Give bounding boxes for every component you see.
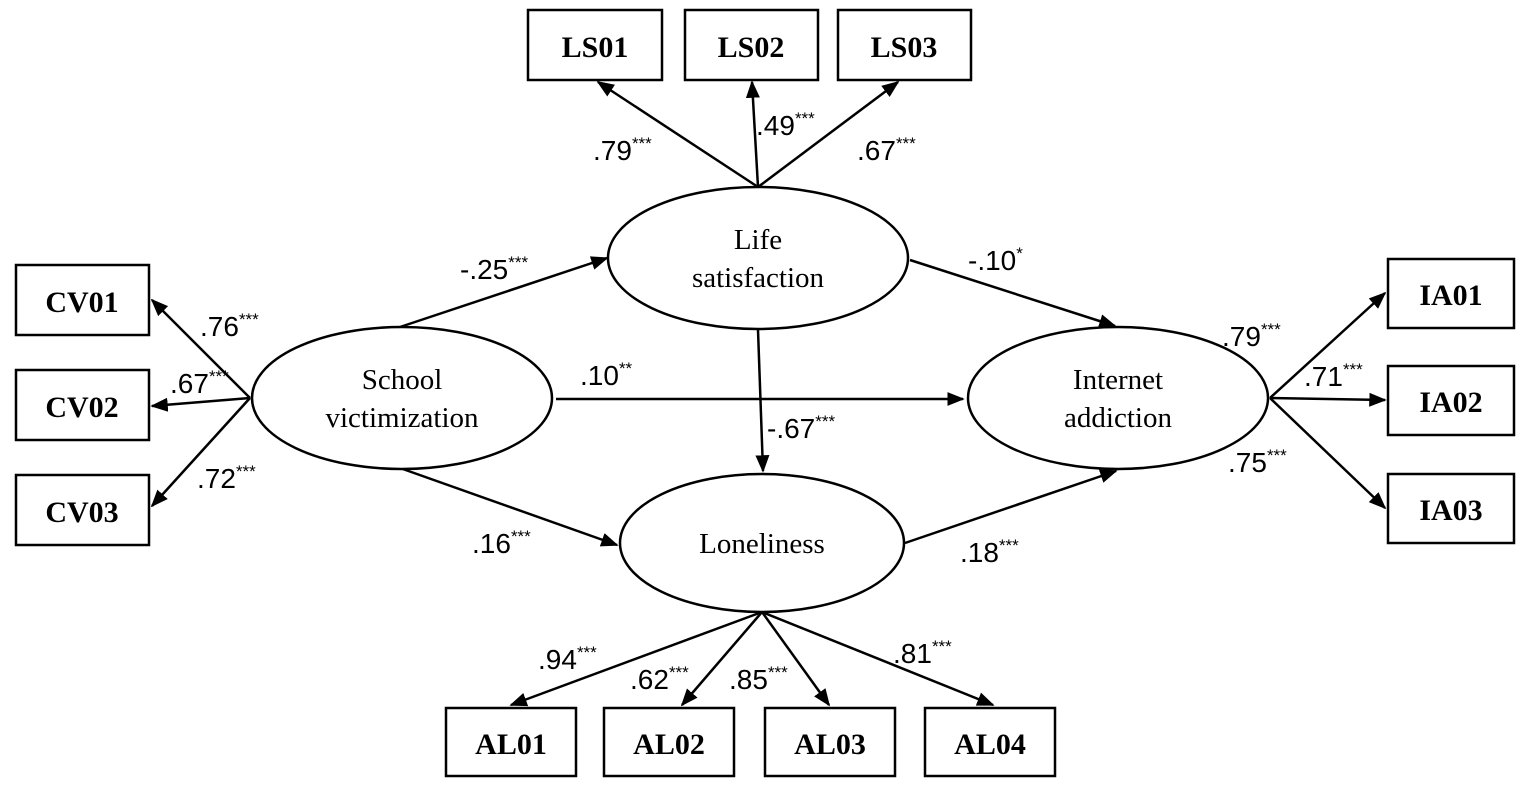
indicator-label: IA03 xyxy=(1419,494,1482,527)
arrow-sv-ls xyxy=(399,256,609,329)
indicator-cv03: CV03 xyxy=(14,473,151,547)
coef-sv-lo: .16*** xyxy=(472,527,531,559)
indicator-cv01: CV01 xyxy=(14,263,151,337)
indicator-ia03: IA03 xyxy=(1386,472,1516,545)
arrow-sv-lo xyxy=(399,466,619,547)
indicator-ls02: LS02 xyxy=(683,8,820,82)
coef-ia01: .79*** xyxy=(1222,320,1281,352)
indicator-ls03: LS03 xyxy=(836,8,973,82)
indicator-label: LS03 xyxy=(871,31,938,64)
indicator-label: IA01 xyxy=(1419,279,1482,312)
indicator-label: LS01 xyxy=(562,31,629,64)
coef-ls-lo: -.67*** xyxy=(767,412,835,444)
coef-ls-ia: -.10* xyxy=(968,244,1023,276)
indicator-al03: AL03 xyxy=(763,706,897,778)
arrow-ia-ia02 xyxy=(1269,392,1387,407)
coef-ls01: .79*** xyxy=(593,134,652,166)
arrow-ia-ia03 xyxy=(1269,397,1387,510)
arrow-sv-cv03 xyxy=(150,397,251,508)
coef-ia02: .71*** xyxy=(1304,360,1363,392)
arrow-lo-al02 xyxy=(680,611,763,707)
arrow-lo-al04 xyxy=(761,610,995,707)
arrow-ia-ia01 xyxy=(1269,291,1387,399)
coef-sv-ia: .10** xyxy=(580,359,633,391)
indicator-cv02: CV02 xyxy=(14,368,151,442)
coef-ls02: .49*** xyxy=(756,109,815,141)
latent-variables: Life satisfaction School victimization I… xyxy=(250,185,1270,614)
arrow-lo-al01 xyxy=(509,610,763,707)
latent-label: victimization xyxy=(325,402,479,434)
indicator-al01: AL01 xyxy=(444,706,578,778)
latent-school-victimization: School victimization xyxy=(250,325,554,471)
arrow-ls-ls01 xyxy=(596,80,759,189)
coef-al04: .81*** xyxy=(893,637,952,669)
arrow-ls-ls03 xyxy=(757,80,900,188)
indicator-label: AL04 xyxy=(954,728,1026,761)
indicator-label: LS02 xyxy=(718,31,785,64)
arrows xyxy=(150,80,1387,707)
indicator-al02: AL02 xyxy=(602,706,736,778)
latent-loneliness: Loneliness xyxy=(618,472,906,614)
indicator-label: CV03 xyxy=(45,496,118,529)
indicator-label: CV02 xyxy=(45,391,118,424)
arrow-ls-lo xyxy=(755,329,770,473)
latent-label: Loneliness xyxy=(699,528,825,560)
latent-label: addiction xyxy=(1064,402,1172,434)
arrow-ls-ls02 xyxy=(745,80,760,188)
indicator-ia02: IA02 xyxy=(1386,364,1516,437)
arrow-sv-cv02 xyxy=(150,396,251,412)
coef-cv03: .72*** xyxy=(197,462,256,494)
latent-internet-addiction: Internet addiction xyxy=(966,325,1270,471)
path-coefficients: .79*** .49*** .67*** .76*** .67*** .72**… xyxy=(170,109,1363,695)
indicator-label: AL01 xyxy=(475,728,547,761)
latent-label: satisfaction xyxy=(692,262,825,294)
arrow-ls-ia xyxy=(909,258,1117,328)
indicator-label: AL02 xyxy=(633,728,705,761)
latent-life-satisfaction: Life satisfaction xyxy=(606,185,910,331)
arrow-lo-ia xyxy=(904,469,1118,545)
coef-cv02: .67*** xyxy=(170,367,229,399)
indicator-al04: AL04 xyxy=(923,706,1057,778)
coef-cv01: .76*** xyxy=(200,310,259,342)
indicator-label: IA02 xyxy=(1419,386,1482,419)
coef-ia03: .75*** xyxy=(1228,446,1287,478)
indicator-ls01: LS01 xyxy=(526,8,664,82)
latent-label: School xyxy=(362,364,443,396)
coef-al03: .85*** xyxy=(729,663,788,695)
latent-label: Internet xyxy=(1073,364,1163,396)
arrow-sv-cv01 xyxy=(150,298,251,399)
indicator-label: AL03 xyxy=(794,728,866,761)
indicator-label: CV01 xyxy=(45,286,118,319)
arrow-lo-al03 xyxy=(760,611,831,707)
coef-lo-ia: .18*** xyxy=(960,536,1019,568)
indicator-boxes: LS01 LS02 LS03 CV01 CV02 CV03 IA01 IA xyxy=(14,8,1516,778)
coef-al01: .94*** xyxy=(538,643,597,675)
coef-ls03: .67*** xyxy=(857,134,916,166)
coef-sv-ls: -.25*** xyxy=(460,253,528,285)
coef-al02: .62*** xyxy=(630,663,689,695)
indicator-ia01: IA01 xyxy=(1386,257,1516,330)
latent-label: Life xyxy=(734,224,782,256)
